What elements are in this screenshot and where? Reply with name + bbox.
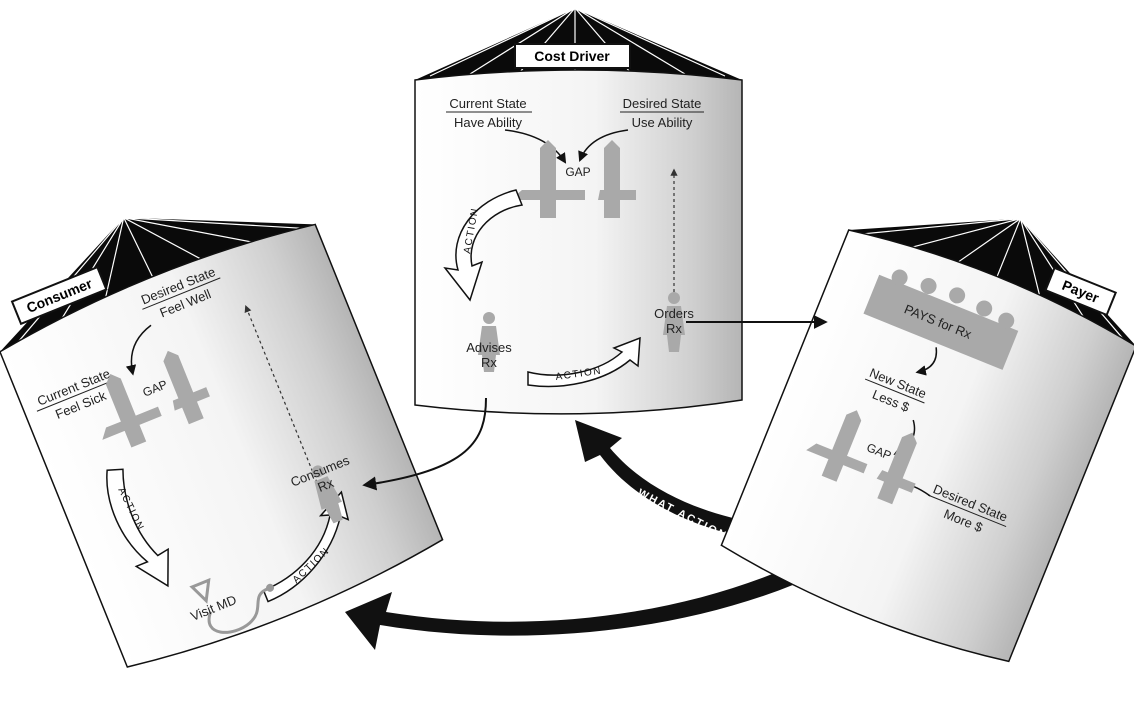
step-consumes-rx: Rx bbox=[315, 475, 336, 495]
title-badge: Cost Driver bbox=[514, 43, 631, 69]
desired-state-label: Desired State bbox=[623, 96, 702, 111]
step-orders-rx: Rx bbox=[666, 321, 682, 336]
connector-advises-to-consumer bbox=[362, 397, 487, 491]
payers-group-icon bbox=[863, 269, 1019, 370]
silo-consumer: Consumer Current State Feel Sick Desired… bbox=[0, 217, 444, 668]
silo-payer: Payer PAYS for Rx New State Less $ Desir… bbox=[720, 217, 1134, 663]
silo-cost-driver: Cost Driver Current State Have Ability D… bbox=[414, 7, 743, 415]
step-advises-rx: Rx bbox=[481, 355, 497, 370]
gap-bridge-icon bbox=[806, 410, 917, 505]
gap-bridge-icon bbox=[102, 350, 210, 448]
gap-label: GAP bbox=[565, 165, 590, 179]
stethoscope-icon bbox=[189, 577, 275, 634]
doctor-figure-icon bbox=[663, 292, 685, 352]
what-action-label-lower: WHAT ACTION? bbox=[469, 640, 577, 663]
current-state-value: Have Ability bbox=[454, 115, 522, 130]
current-state-label: Current State bbox=[449, 96, 526, 111]
silo-title: Cost Driver bbox=[534, 48, 610, 64]
doctor-figure-icon bbox=[478, 312, 500, 372]
person-figure-icon bbox=[311, 465, 343, 524]
step-advises: Advises bbox=[466, 340, 512, 355]
step-orders: Orders bbox=[654, 306, 694, 321]
desired-state-value: Use Ability bbox=[632, 115, 693, 130]
gap-bridge-icon bbox=[510, 140, 636, 218]
action-arrow-right: ACTION bbox=[527, 336, 641, 388]
